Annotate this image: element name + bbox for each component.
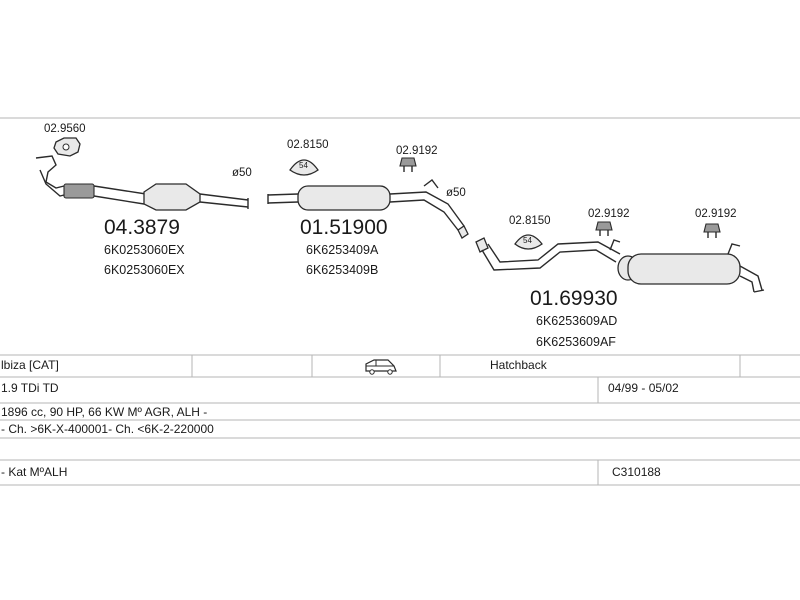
catalyst-body — [143, 183, 201, 211]
flex-joint — [63, 183, 95, 199]
ref-front-gasket: 02.9560 — [44, 123, 86, 135]
part-code-3a: 6K6253609AD — [536, 314, 617, 328]
part-number-2: 01.51900 — [300, 216, 388, 239]
info-table-grid — [0, 354, 800, 486]
ref-clamp-2: 02.8150 — [509, 215, 551, 227]
ref-hanger-3: 02.9192 — [695, 208, 737, 220]
diameter-label-1: ø50 — [232, 167, 252, 179]
clamp-icon: 54 — [289, 159, 319, 176]
rubber-hanger-icon — [703, 223, 721, 238]
ref-hanger-2: 02.9192 — [588, 208, 630, 220]
kat-info: - Kat MºALH — [1, 465, 68, 479]
part-code-2a: 6K6253409A — [306, 243, 379, 257]
clamp-icon: 54 — [514, 234, 543, 250]
middle-silencer-body — [297, 185, 391, 211]
part-code-1a: 6K0253060EX — [104, 243, 185, 257]
hanger-bracket-1 — [423, 179, 439, 189]
engine-spec: 1896 cc, 90 HP, 66 KW Mº AGR, ALH - — [1, 405, 208, 419]
car-icon — [365, 359, 397, 375]
kit-code: C310188 — [612, 465, 661, 479]
ref-clamp-1: 02.8150 — [287, 139, 329, 151]
engine-name: 1.9 TDi TD — [1, 381, 59, 395]
part-code-3b: 6K6253609AF — [536, 335, 616, 349]
production-years: 04/99 - 05/02 — [608, 381, 679, 395]
rear-silencer-part[interactable] — [475, 237, 765, 293]
ref-hanger-1: 02.9192 — [396, 145, 438, 157]
svg-text:54: 54 — [299, 161, 308, 170]
rear-silencer-body — [627, 253, 741, 285]
hanger-bracket-3 — [727, 243, 741, 255]
model-name: lbiza [CAT] — [1, 358, 59, 372]
body-type: Hatchback — [490, 358, 547, 372]
middle-silencer-part[interactable] — [267, 185, 469, 239]
rubber-hanger-icon — [399, 157, 417, 172]
part-code-2b: 6K6253409B — [306, 263, 378, 277]
svg-text:54: 54 — [523, 236, 532, 245]
diameter-label-2: ø50 — [446, 187, 466, 199]
part-number-3: 01.69930 — [530, 287, 618, 310]
chassis-range: - Ch. >6K-X-400001- Ch. <6K-2-220000 — [1, 422, 214, 436]
hanger-bracket-2 — [609, 239, 621, 251]
front-pipe-flange — [35, 155, 65, 189]
part-number-1: 04.3879 — [104, 216, 180, 239]
part-code-1b: 6K0253060EX — [104, 263, 185, 277]
catalytic-converter-part[interactable] — [35, 155, 249, 211]
rubber-hanger-icon — [595, 221, 613, 236]
